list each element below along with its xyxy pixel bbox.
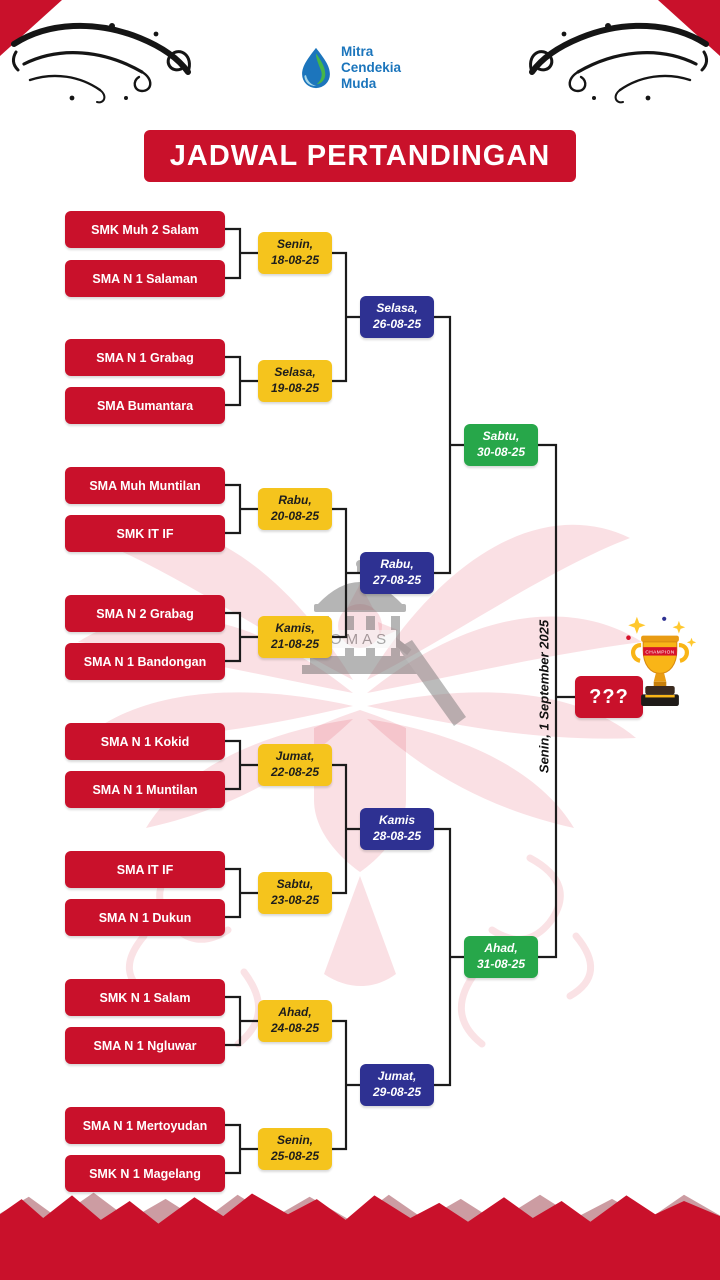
match-date-box: Rabu, 20-08-25 (258, 488, 332, 530)
team-box: SMA N 1 Ngluwar (65, 1027, 225, 1064)
match-date-box: Ahad, 24-08-25 (258, 1000, 332, 1042)
team-box: SMA Bumantara (65, 387, 225, 424)
match-date: 23-08-25 (270, 893, 320, 907)
flourish-ornament-left (11, 22, 191, 104)
trophy-icon: CHAMPION (626, 616, 697, 706)
team-box: SMA N 1 Kokid (65, 723, 225, 760)
quarterfinal-date-box: Rabu, 27-08-25 (360, 552, 434, 594)
match-date-box: Kamis, 21-08-25 (258, 616, 332, 658)
organizer-logo: Mitra Cendekia Muda (299, 44, 401, 92)
match-day: Rabu, (380, 557, 414, 572)
match-date-box: Senin, 25-08-25 (258, 1128, 332, 1170)
team-box: SMA N 2 Grabag (65, 595, 225, 632)
team-box: SMA N 1 Dukun (65, 899, 225, 936)
match-date-box: Jumat, 22-08-25 (258, 744, 332, 786)
match-date: 31-08-25 (476, 957, 526, 971)
team-box: SMA N 1 Bandongan (65, 643, 225, 680)
logo-word-3: Muda (341, 75, 377, 91)
match-date: 20-08-25 (270, 509, 320, 523)
match-day: Rabu, (278, 493, 312, 508)
match-date: 18-08-25 (270, 253, 320, 267)
team-box: SMA IT IF (65, 851, 225, 888)
match-day: Sabtu, (482, 429, 520, 444)
match-date: 27-08-25 (372, 573, 422, 587)
final-date-label: Senin, 1 September 2025 (536, 619, 552, 774)
team-box: SMK IT IF (65, 515, 225, 552)
quarterfinal-date-box: Selasa, 26-08-25 (360, 296, 434, 338)
team-box: SMA N 1 Salaman (65, 260, 225, 297)
team-box: SMK Muh 2 Salam (65, 211, 225, 248)
match-day: Selasa, (274, 365, 316, 380)
logo-wordmark: Mitra Cendekia Muda (341, 44, 401, 92)
match-day: Jumat, (377, 1069, 417, 1084)
match-date: 19-08-25 (270, 381, 320, 395)
flourish-ornament-right (529, 22, 709, 104)
team-box: SMK N 1 Magelang (65, 1155, 225, 1192)
match-date: 24-08-25 (270, 1021, 320, 1035)
logo-word-2: Cendekia (341, 59, 402, 75)
trophy-ribbon-text: CHAMPION (645, 649, 674, 655)
match-day: Ahad, (484, 941, 518, 956)
match-day: Sabtu, (276, 877, 314, 892)
champion-placeholder-box: ??? (575, 676, 643, 718)
team-box: SMA N 1 Muntilan (65, 771, 225, 808)
title-banner: JADWAL PERTANDINGAN (144, 130, 576, 182)
match-day: Senin, (276, 1133, 313, 1148)
match-day: Senin, (276, 237, 313, 252)
match-date-box: Senin, 18-08-25 (258, 232, 332, 274)
match-day: Selasa, (376, 301, 418, 316)
match-day: Kamis (378, 813, 416, 828)
match-date: 29-08-25 (372, 1085, 422, 1099)
match-date: 25-08-25 (270, 1149, 320, 1163)
team-box: SMA Muh Muntilan (65, 467, 225, 504)
match-date: 30-08-25 (476, 445, 526, 459)
match-day: Kamis, (275, 621, 315, 636)
semifinal-date-box: Sabtu, 30-08-25 (464, 424, 538, 466)
quarterfinal-date-box: Jumat, 29-08-25 (360, 1064, 434, 1106)
match-date: 26-08-25 (372, 317, 422, 331)
logo-droplet-icon (302, 47, 330, 88)
team-box: SMA N 1 Mertoyudan (65, 1107, 225, 1144)
match-date-box: Selasa, 19-08-25 (258, 360, 332, 402)
match-day: Ahad, (278, 1005, 312, 1020)
team-box: SMK N 1 Salam (65, 979, 225, 1016)
match-date: 28-08-25 (372, 829, 422, 843)
logo-word-1: Mitra (341, 44, 374, 59)
match-date: 22-08-25 (270, 765, 320, 779)
team-box: SMA N 1 Grabag (65, 339, 225, 376)
match-date: 21-08-25 (270, 637, 320, 651)
quarterfinal-date-box: Kamis 28-08-25 (360, 808, 434, 850)
match-day: Jumat, (275, 749, 315, 764)
semifinal-date-box: Ahad, 31-08-25 (464, 936, 538, 978)
match-date-box: Sabtu, 23-08-25 (258, 872, 332, 914)
